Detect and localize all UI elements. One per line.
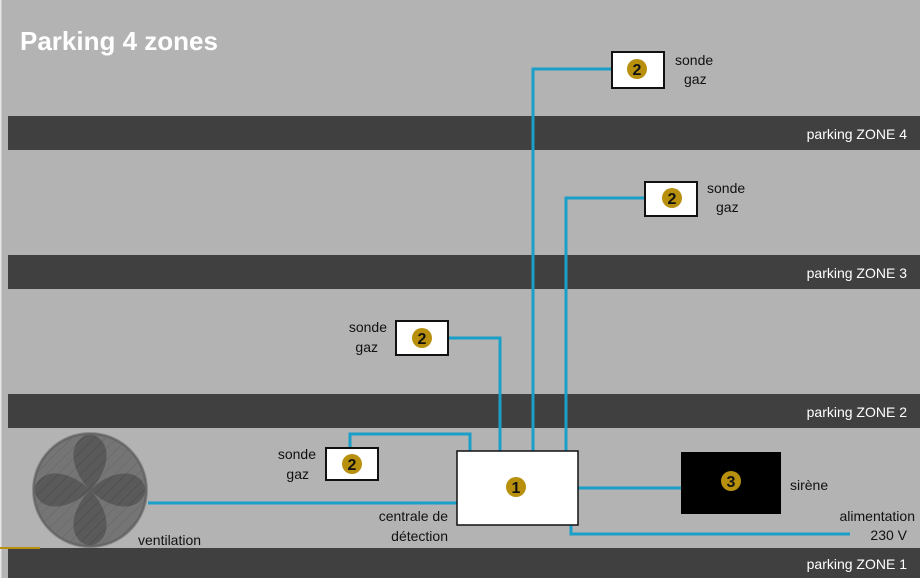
- power-label-line2: 230 V: [870, 527, 907, 543]
- cable-zone2-sensor: [448, 336, 502, 452]
- central-label-line1: centrale de: [379, 508, 448, 524]
- gas-sensor-zone2: 2 sonde gaz: [349, 319, 449, 356]
- zone-label-3: parking ZONE 3: [807, 265, 908, 281]
- cable-zone3-sensor: [564, 196, 645, 452]
- ventilation-fan-icon: ventilation: [32, 432, 201, 548]
- sensor-label-line1: sonde: [707, 180, 745, 196]
- central-number: 1: [512, 480, 521, 497]
- sensor-box: [325, 447, 379, 481]
- page-title: Parking 4 zones: [20, 26, 218, 56]
- sensor-badge: [627, 59, 647, 79]
- sensor-badge: [412, 328, 432, 348]
- gas-sensor-zone1: 2 sonde gaz: [278, 446, 379, 482]
- power-label-line1: alimentation: [840, 508, 916, 524]
- sensor-label-line2: gaz: [716, 199, 739, 215]
- fan-blades: [34, 434, 146, 546]
- sensor-label-line2: gaz: [684, 71, 707, 87]
- cable-power: [569, 525, 850, 536]
- power-supply: alimentation 230 V: [840, 508, 916, 543]
- sensor-box: [644, 181, 698, 217]
- zone-band-1: parking ZONE 1: [0, 547, 920, 578]
- sensor-label-line2: gaz: [355, 339, 378, 355]
- siren-badge: [721, 471, 741, 491]
- siren-number: 3: [727, 474, 736, 491]
- sensor-label-line2: gaz: [286, 466, 309, 482]
- cables: [148, 67, 850, 536]
- zone-band-4: parking ZONE 4: [8, 116, 920, 150]
- cable-zone4-sensor: [531, 67, 612, 452]
- siren: 3 sirène: [681, 452, 828, 514]
- fan-label: ventilation: [138, 532, 201, 548]
- zone-label-2: parking ZONE 2: [807, 404, 908, 420]
- sensor-label-line1: sonde: [278, 446, 316, 462]
- central-label-line2: détection: [391, 528, 448, 544]
- sensor-number: 2: [418, 331, 427, 348]
- sensor-label-line1: sonde: [675, 52, 713, 68]
- sensor-number: 2: [633, 62, 642, 79]
- zone-band-3: parking ZONE 3: [8, 255, 920, 289]
- sensor-badge: [662, 188, 682, 208]
- zone-label-4: parking ZONE 4: [807, 126, 908, 142]
- zone-label-1: parking ZONE 1: [807, 556, 908, 572]
- detection-central: 1 centrale de détection: [379, 450, 579, 544]
- sensor-label-line1: sonde: [349, 319, 387, 335]
- gas-sensor-zone4: 2 sonde gaz: [611, 51, 713, 89]
- gas-sensor-zone3: 2 sonde gaz: [644, 180, 745, 217]
- sensor-box: [395, 320, 449, 356]
- sensor-number: 2: [348, 457, 357, 474]
- sensor-badge: [342, 454, 362, 474]
- zone-band-2: parking ZONE 2: [8, 394, 920, 428]
- sensor-number: 2: [668, 191, 677, 208]
- central-badge: [506, 477, 526, 497]
- siren-label: sirène: [790, 477, 828, 493]
